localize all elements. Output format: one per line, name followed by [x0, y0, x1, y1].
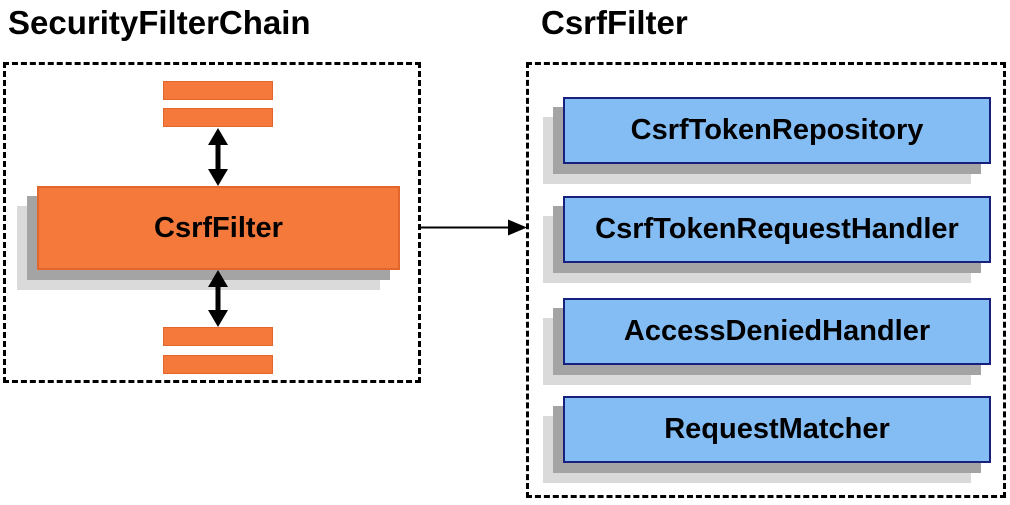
filter-placeholder-bar	[163, 108, 273, 127]
component-box-request-matcher: RequestMatcher	[563, 396, 991, 463]
security-filter-chain-container: CsrfFilter	[3, 62, 421, 383]
double-arrow-icon	[208, 270, 228, 327]
filter-placeholder-bar	[163, 81, 273, 100]
component-label: CsrfTokenRequestHandler	[595, 213, 959, 245]
csrf-filter-box-label: CsrfFilter	[154, 211, 283, 244]
component-label: CsrfTokenRepository	[630, 114, 924, 146]
csrf-filter-container: CsrfTokenRepository CsrfTokenRequestHand…	[526, 62, 1006, 498]
filter-placeholder-bar	[163, 355, 273, 374]
security-filter-chain-title: SecurityFilterChain	[8, 4, 311, 41]
csrf-filter-title: CsrfFilter	[541, 4, 688, 41]
double-arrow-icon	[208, 128, 228, 186]
filter-placeholder-bar	[163, 327, 273, 346]
right-arrow-icon	[421, 219, 527, 236]
component-box-csrf-token-repository: CsrfTokenRepository	[563, 97, 991, 164]
csrf-filter-box: CsrfFilter	[37, 186, 400, 270]
component-box-csrf-token-request-handler: CsrfTokenRequestHandler	[563, 196, 991, 263]
component-label: AccessDeniedHandler	[623, 315, 931, 347]
component-label: RequestMatcher	[664, 413, 890, 445]
component-box-access-denied-handler: AccessDeniedHandler	[563, 298, 991, 365]
